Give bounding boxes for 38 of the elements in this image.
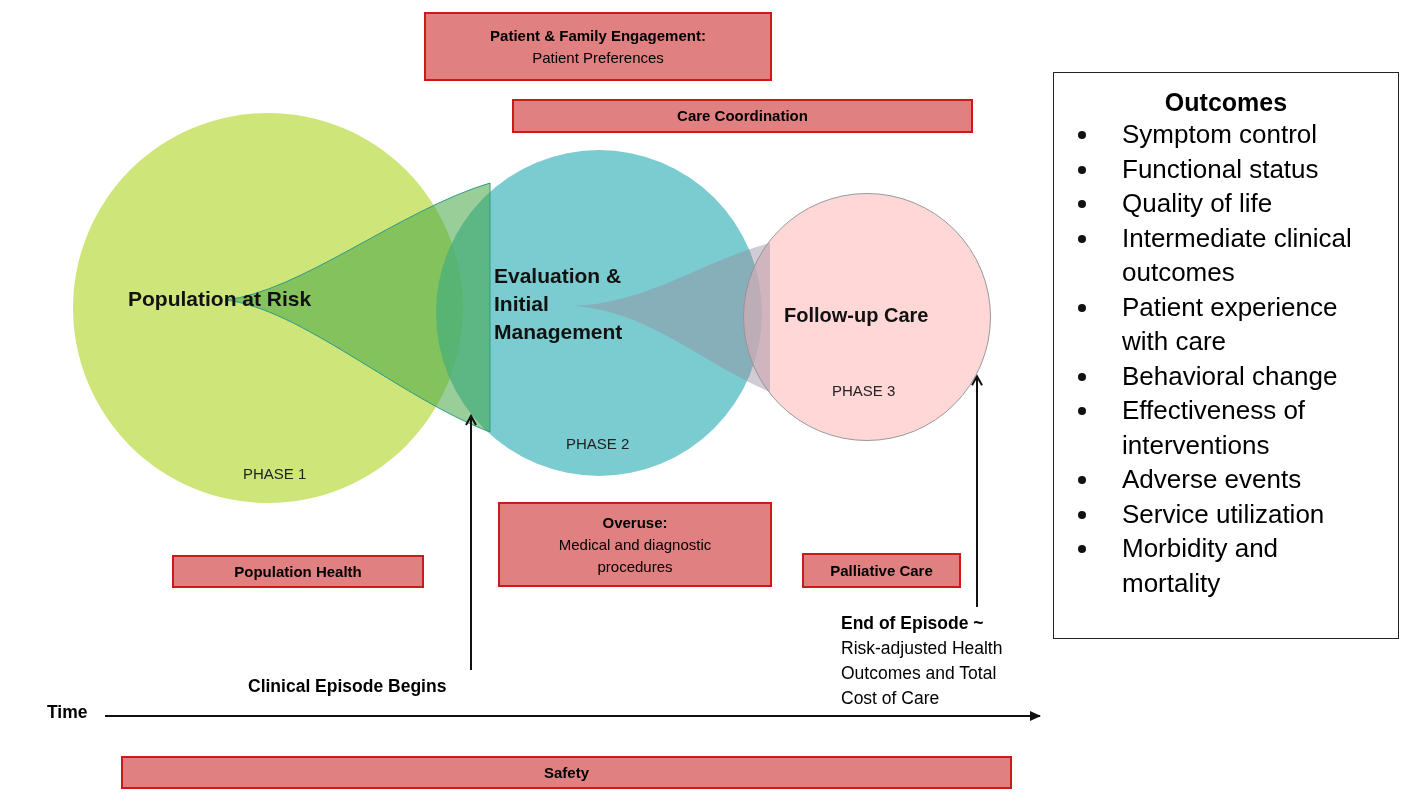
circle-title: Follow-up Care	[784, 303, 930, 328]
circle-title: Evaluation & Initial Management	[494, 263, 624, 345]
list-item: Morbidity and mortality	[1122, 533, 1279, 598]
box-heading: Care Coordination	[677, 106, 808, 126]
info-box	[121, 756, 1012, 789]
box-heading: Overuse:	[602, 512, 668, 533]
list-item: Behavioral change	[1122, 360, 1338, 391]
info-box	[512, 99, 973, 133]
annotation-heading: End of Episode ~	[841, 612, 985, 635]
info-box	[802, 553, 961, 588]
axis-label: Time	[47, 702, 88, 723]
info-box	[172, 555, 424, 588]
box-text: Medical and diagnostic procedures	[557, 534, 713, 577]
annotation-heading: Clinical Episode Begins	[248, 675, 448, 698]
list-item: Functional status	[1122, 153, 1319, 184]
list-item: Adverse events	[1122, 464, 1302, 494]
arrow	[971, 375, 983, 608]
list-item: Service utilization	[1122, 498, 1325, 529]
info-box	[424, 12, 772, 81]
info-box	[498, 502, 772, 587]
list-item: Patient experience with care	[1122, 291, 1338, 356]
phase-label: PHASE 1	[243, 464, 308, 484]
box-heading: Population Health	[234, 561, 362, 582]
list-item: Symptom control	[1122, 119, 1318, 149]
box-heading: Palliative Care	[830, 560, 933, 581]
circle-title: Population at Risk	[128, 286, 313, 312]
box-heading: Patient & Family Engagement:	[490, 25, 706, 46]
outcomes-panel	[1053, 72, 1399, 639]
list-item: Intermediate clinical outcomes	[1122, 222, 1352, 287]
panel-heading: Outcomes	[1163, 87, 1289, 117]
phase-label: PHASE 2	[566, 434, 631, 454]
phase-label: PHASE 3	[832, 381, 897, 401]
list-item: Effectiveness of interventions	[1122, 395, 1306, 460]
box-heading: Safety	[544, 762, 589, 783]
list-item: Quality of life	[1122, 188, 1273, 218]
box-text: Patient Preferences	[532, 47, 664, 68]
arrow	[465, 414, 477, 671]
annotation-text: Risk-adjusted Health Outcomes and Total Cost of Care	[841, 637, 1004, 710]
